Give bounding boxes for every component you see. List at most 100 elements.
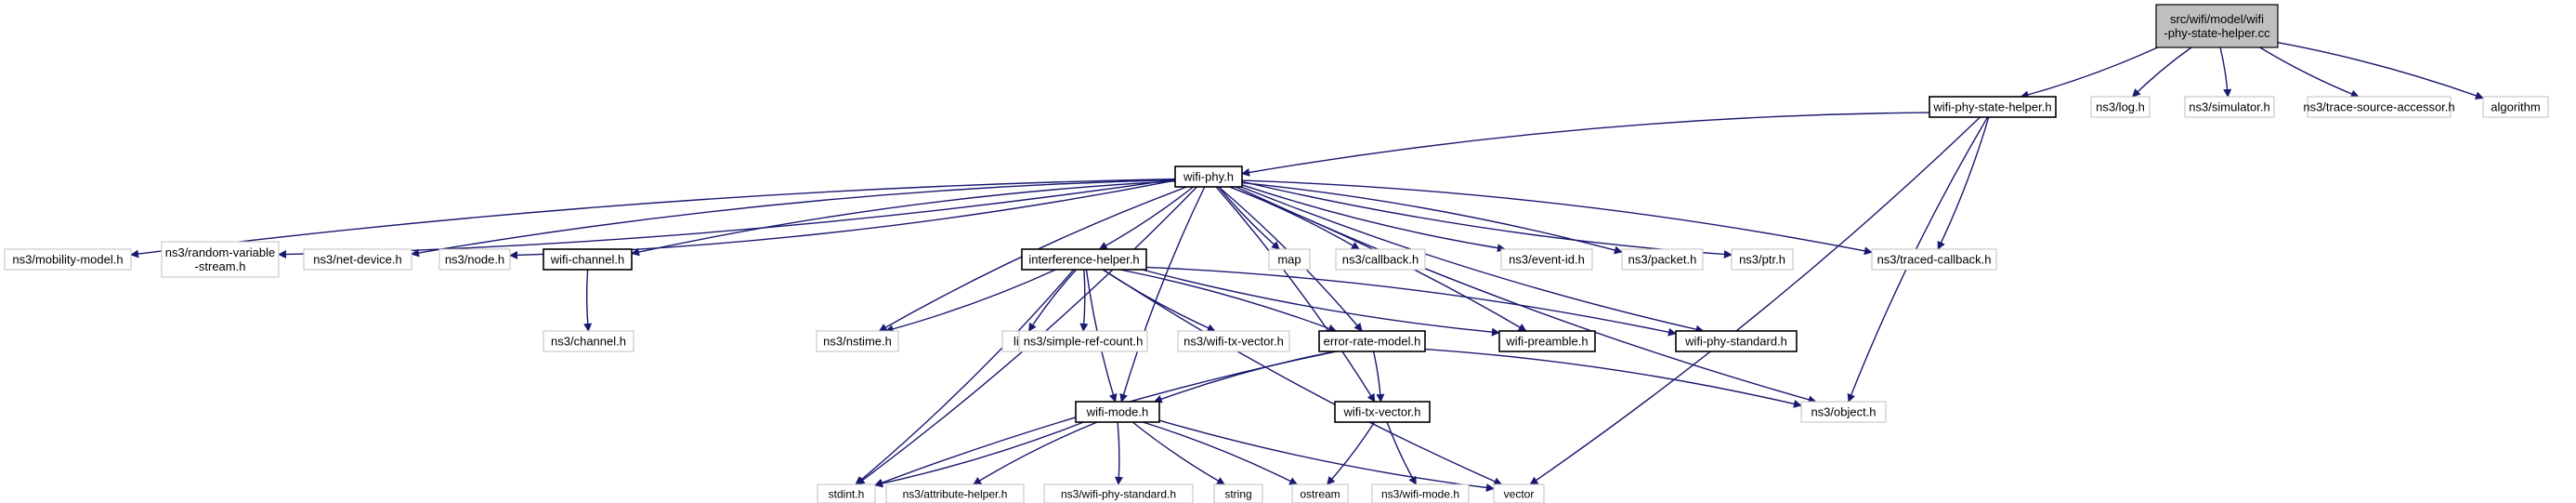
node-box-ns3-event-id-h [1500,248,1593,271]
node-ns3-packet-h: ns3/packet.h [1621,248,1704,271]
edge-wifi-phy-h-to-ns3-ptr-h [1241,180,1733,259]
node-box-wifi-preamble-h[interactable] [1498,330,1596,352]
node-box-wifi-phy-state-helper-h[interactable] [1929,96,2057,118]
edge-wifi-phy-h-to-wifi-mode-h [1119,186,1206,403]
node-label-ns3-ptr-h: ns3/ptr.h [1739,253,1785,267]
edge-wifi-phy-h-to-map [1218,186,1280,250]
node-map: map [1268,248,1311,271]
node-box-wifi-phy-standard-h[interactable] [1675,330,1798,352]
node-ns3-wifi-tx-vector-h: ns3/wifi-tx-vector.h [1177,330,1290,352]
node-ns3-random-variable-stream-h: ns3/random-variable-stream.h [161,241,280,278]
node-label-wifi-channel-h: wifi-channel.h [550,253,625,267]
node-label-ns3-mobility-model-h: ns3/mobility-model.h [12,253,123,267]
node-label-wifi-tx-vector-h: wifi-tx-vector.h [1342,405,1420,419]
node-label-wifi-preamble-h: wifi-preamble.h [1505,335,1588,349]
node-root[interactable]: src/wifi/model/wifi-phy-state-helper.cc [2155,4,2279,48]
node-ns3-event-id-h: ns3/event-id.h [1500,248,1593,271]
node-label-ns3-simple-ref-count-h: ns3/simple-ref-count.h [1024,335,1144,349]
edge-wifi-mode-h-to-vector [1158,419,1495,492]
edge-wifi-tx-vector-h-to-ns3-wifi-mode-h [1386,421,1417,485]
node-label-ns3-wifi-tx-vector-h: ns3/wifi-tx-vector.h [1183,335,1284,349]
node-ostream: ostream [1291,483,1349,503]
edge-wifi-phy-h-to-wifi-channel-h [631,180,1176,257]
node-ns3-log-h: ns3/log.h [2090,96,2151,118]
edge-wifi-phy-h-to-ns3-mobility-model-h [130,178,1176,258]
node-label-ns3-nstime-h: ns3/nstime.h [823,335,892,349]
edge-interference-helper-h-to-stdint-h [855,269,1075,485]
edge-interference-helper-h-to-vector [1103,269,1503,485]
node-ns3-object-h: ns3/object.h [1800,401,1887,423]
node-ns3-wifi-mode-h: ns3/wifi-mode.h [1371,483,1470,503]
edge-root-to-ns3-log-h [2132,46,2192,98]
node-box-root[interactable] [2155,4,2279,48]
node-box-ns3-wifi-mode-h [1371,483,1470,503]
node-label-string: string [1224,488,1251,501]
node-label-wifi-phy-state-helper-h: wifi-phy-state-helper.h [1932,100,2051,114]
node-box-vector [1493,483,1545,503]
edge-root-to-ns3-trace-source-accessor-h [2259,46,2360,99]
edge-wifi-phy-state-helper-h-to-wifi-phy-h [1241,112,1930,177]
node-label-stdint-h: stdint.h [829,488,865,501]
node-wifi-phy-state-helper-h[interactable]: wifi-phy-state-helper.h [1929,96,2057,118]
edge-wifi-phy-h-to-interference-helper-h [1098,186,1194,250]
node-ns3-trace-source-accessor-h: ns3/trace-source-accessor.h [2303,96,2455,118]
node-label-wifi-phy-standard-h: wifi-phy-standard.h [1684,335,1787,349]
node-ns3-net-device-h: ns3/net-device.h [303,248,412,271]
node-box-wifi-tx-vector-h[interactable] [1334,401,1431,423]
node-box-ns3-callback-h [1335,248,1426,271]
node-label-ns3-log-h: ns3/log.h [2096,100,2145,114]
node-label-ns3-event-id-h: ns3/event-id.h [1509,253,1585,267]
node-box-ns3-node-h [438,248,511,271]
edge-wifi-mode-h-to-stdint-h [874,421,1084,488]
node-label-ns3-net-device-h: ns3/net-device.h [313,253,401,267]
edge-wifi-tx-vector-h-to-ostream [1327,421,1376,485]
node-label-ns3-node-h: ns3/node.h [445,253,504,267]
node-label-ns3-attribute-helper-h: ns3/attribute-helper.h [903,488,1008,501]
node-box-wifi-mode-h[interactable] [1075,401,1160,423]
edge-root-to-algorithm [2277,42,2484,100]
node-error-rate-model-h[interactable]: error-rate-model.h [1318,330,1426,352]
node-interference-helper-h[interactable]: interference-helper.h [1021,248,1147,271]
node-ns3-wifi-phy-standard-h: ns3/wifi-phy-standard.h [1043,483,1194,503]
edge-wifi-phy-h-to-wifi-tx-vector-h [1215,186,1376,403]
edge-error-rate-model-h-to-wifi-mode-h [1153,351,1336,404]
node-wifi-mode-h[interactable]: wifi-mode.h [1075,401,1160,423]
node-wifi-channel-h[interactable]: wifi-channel.h [543,248,633,271]
node-wifi-phy-h[interactable]: wifi-phy.h [1174,165,1243,188]
node-label-ns3-traced-callback-h: ns3/traced-callback.h [1877,253,1992,267]
edge-interference-helper-h-to-ns3-nstime-h [884,269,1056,334]
node-label-wifi-mode-h: wifi-mode.h [1086,405,1148,419]
edge-interference-helper-h-to-error-rate-model-h [1119,269,1338,333]
node-box-ns3-mobility-model-h [4,248,132,271]
node-box-ns3-simulator-h [2184,96,2275,118]
node-box-ns3-ptr-h [1731,248,1794,271]
node-box-wifi-phy-h[interactable] [1174,165,1243,188]
node-box-algorithm [2482,96,2549,118]
edge-wifi-phy-h-to-ns3-event-id-h [1241,184,1506,253]
edge-error-rate-model-h-to-wifi-tx-vector-h [1372,351,1385,403]
node-box-ns3-packet-h [1621,248,1704,271]
node-box-ns3-traced-callback-h [1871,248,1997,271]
node-label-ns3-wifi-phy-standard-h: ns3/wifi-phy-standard.h [1061,488,1176,501]
node-wifi-preamble-h[interactable]: wifi-preamble.h [1498,330,1596,352]
node-ns3-nstime-h: ns3/nstime.h [816,330,899,352]
dependency-nodes: src/wifi/model/wifi-phy-state-helper.cc w… [4,4,2549,503]
edge-wifi-phy-h-to-ns3-object-h [1236,186,1817,404]
node-label-map: map [1277,253,1301,267]
node-label-ns3-simulator-h: ns3/simulator.h [2189,100,2269,114]
node-box-error-rate-model-h[interactable] [1318,330,1426,352]
edge-root-to-wifi-phy-state-helper-h [2020,46,2158,99]
node-ns3-traced-callback-h: ns3/traced-callback.h [1871,248,1997,271]
node-string: string [1213,483,1263,503]
node-box-interference-helper-h[interactable] [1021,248,1147,271]
node-wifi-tx-vector-h[interactable]: wifi-tx-vector.h [1334,401,1431,423]
edge-wifi-phy-h-to-ns3-traced-callback-h [1241,179,1873,256]
node-ns3-callback-h: ns3/callback.h [1335,248,1426,271]
node-wifi-phy-standard-h[interactable]: wifi-phy-standard.h [1675,330,1798,352]
edge-interference-helper-h-to-list [1027,269,1078,332]
edge-interference-helper-h-to-wifi-phy-standard-h [1145,266,1677,337]
node-ns3-attribute-helper-h: ns3/attribute-helper.h [885,483,1025,503]
node-box-wifi-channel-h[interactable] [543,248,633,271]
edge-wifi-mode-h-to-ns3-attribute-helper-h [973,421,1098,485]
